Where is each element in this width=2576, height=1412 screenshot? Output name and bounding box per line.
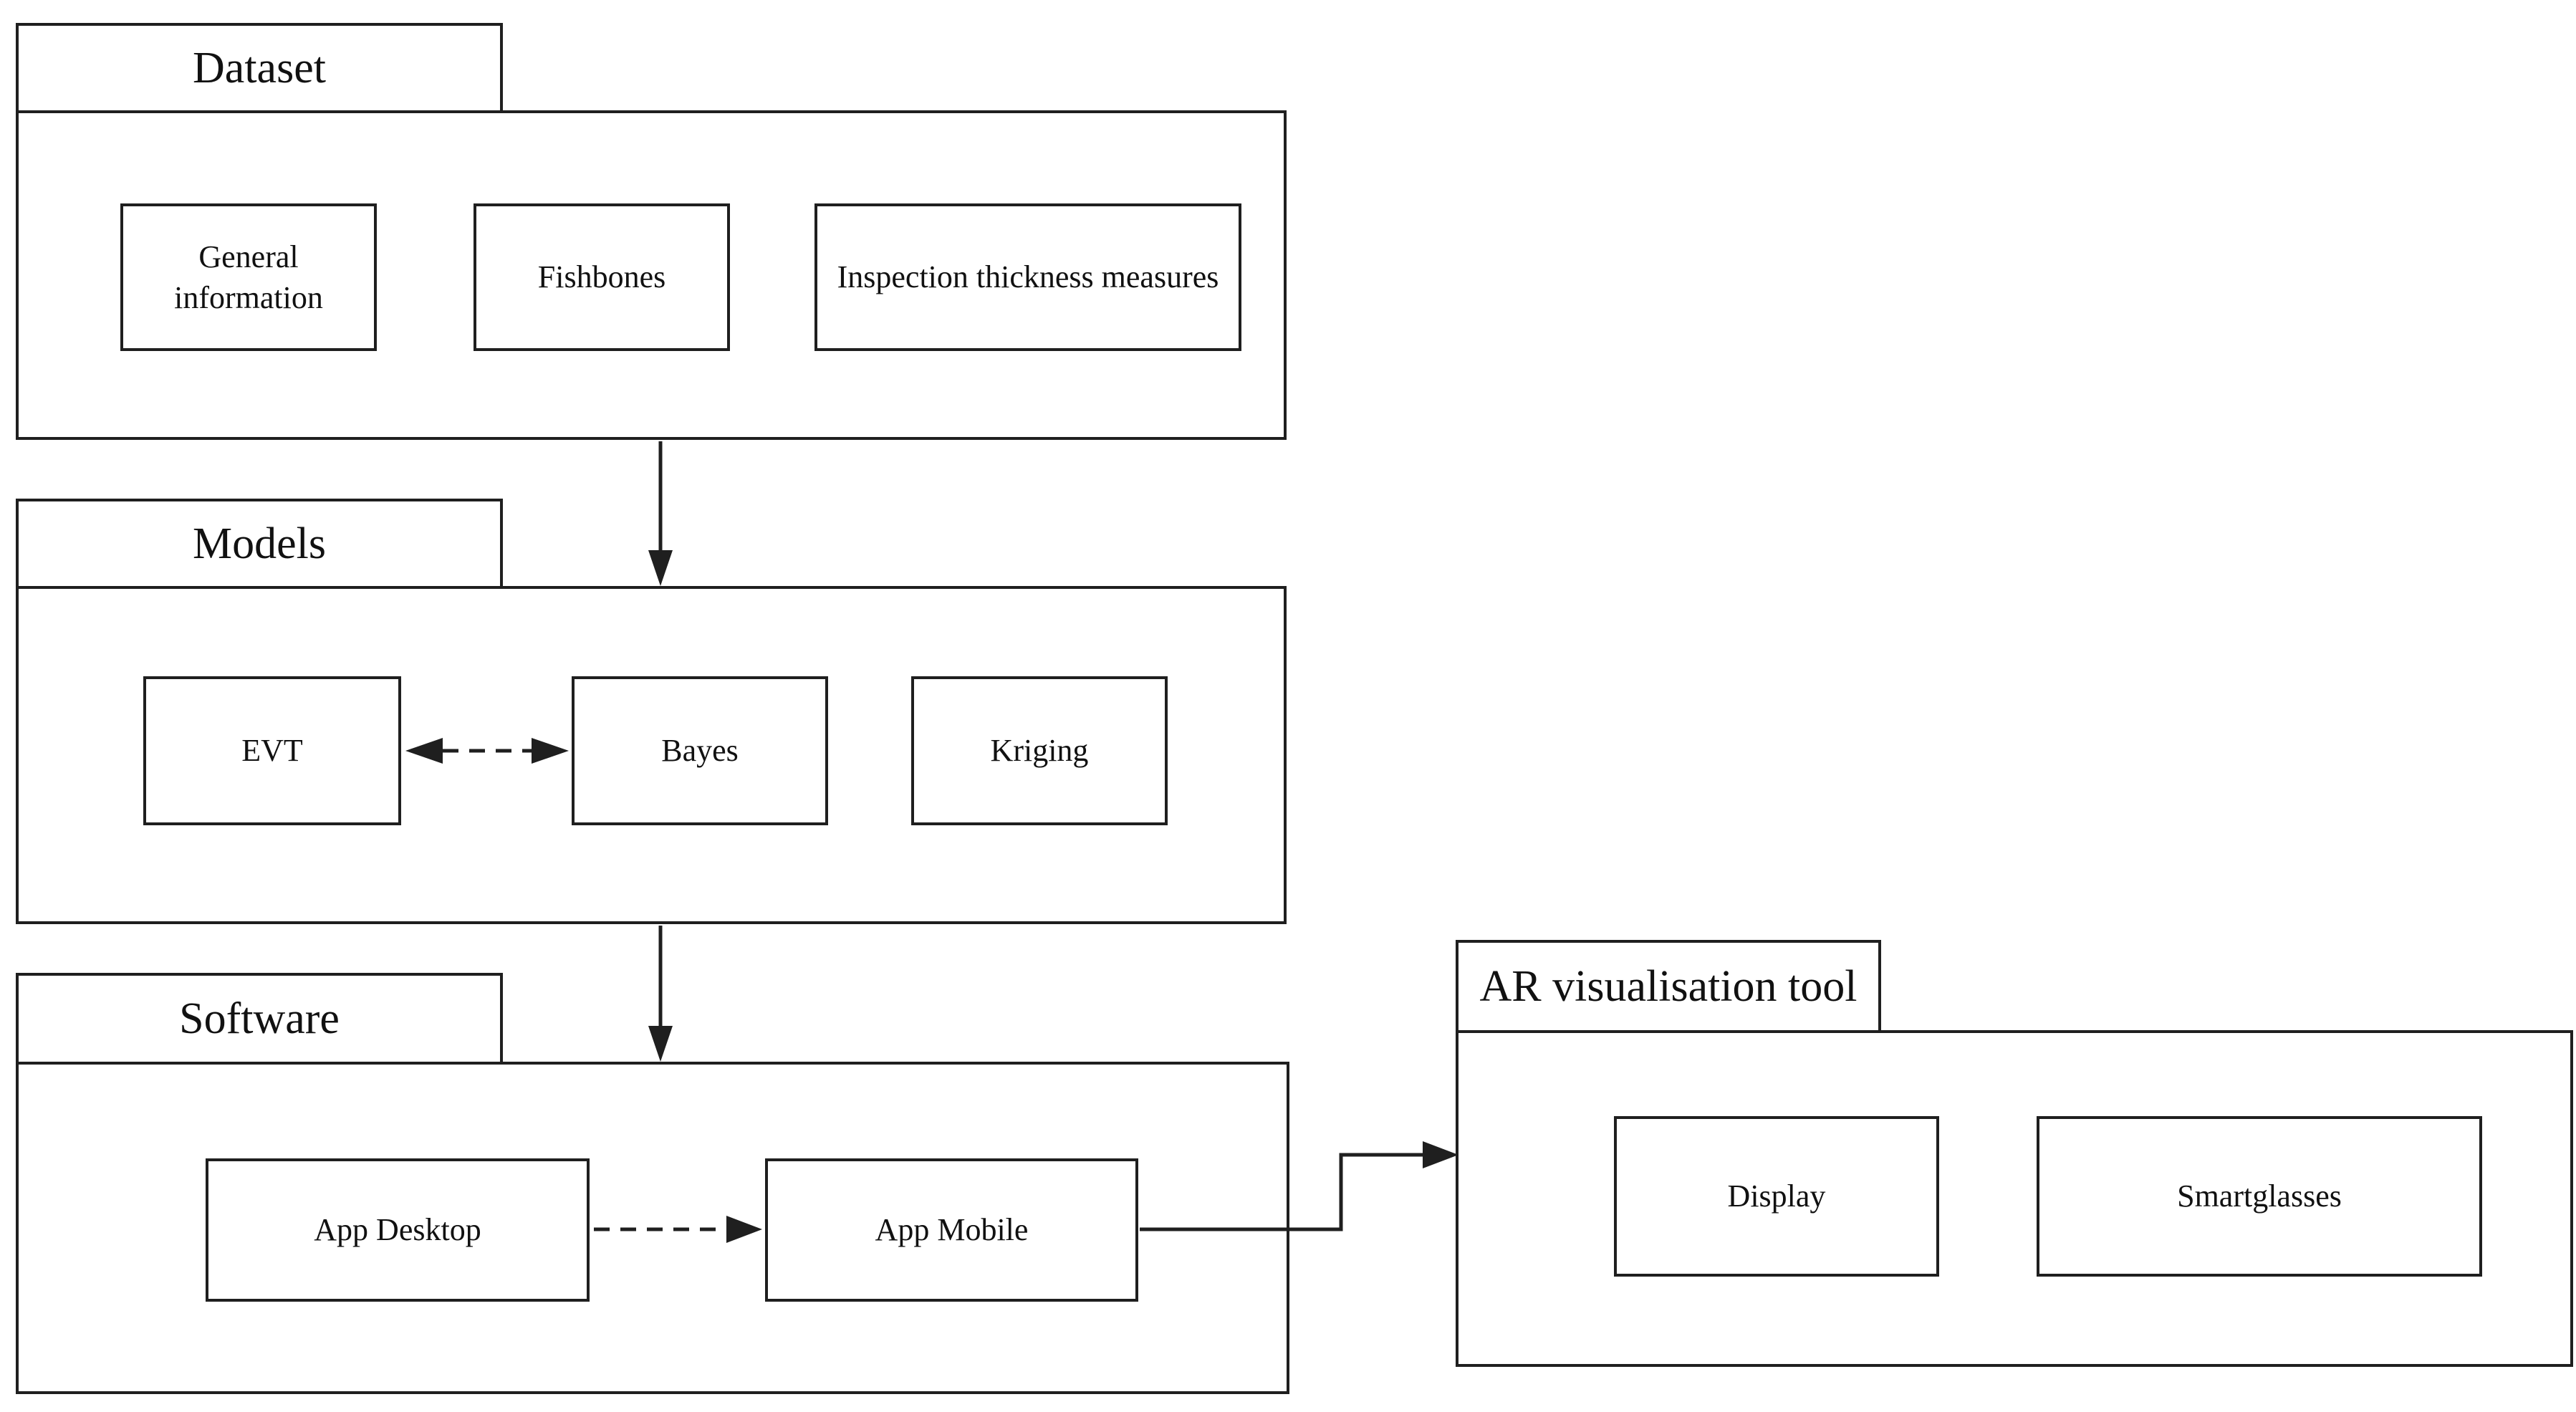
package-title-ar-visualisation-tool: AR visualisation tool — [1479, 961, 1857, 1011]
node-label: Display — [1727, 1178, 1826, 1214]
node-label: EVT — [241, 733, 303, 769]
node-fishbones: Fishbones — [474, 203, 730, 351]
node-label: Bayes — [661, 733, 739, 769]
package-title-software: Software — [179, 994, 340, 1043]
package-tab-models: Models — [16, 499, 503, 589]
node-evt: EVT — [143, 676, 401, 825]
node-inspection-thickness-measures: Inspection thickness measures — [814, 203, 1241, 351]
package-tab-software: Software — [16, 973, 503, 1065]
node-app-desktop: App Desktop — [206, 1158, 590, 1302]
package-tab-dataset: Dataset — [16, 23, 503, 113]
node-bayes: Bayes — [572, 676, 828, 825]
node-label: General information — [174, 239, 323, 315]
node-app-mobile: App Mobile — [765, 1158, 1138, 1302]
node-general-information: General information — [120, 203, 377, 351]
node-display: Display — [1614, 1116, 1939, 1277]
package-title-models: Models — [193, 519, 326, 568]
node-smartglasses: Smartglasses — [2037, 1116, 2482, 1277]
node-label: App Desktop — [314, 1212, 481, 1248]
arrow-models-to-software — [648, 926, 673, 1062]
node-label: Smartglasses — [2177, 1178, 2342, 1214]
arrow-dataset-to-models — [648, 441, 673, 586]
package-title-dataset: Dataset — [193, 43, 326, 92]
node-label: App Mobile — [875, 1212, 1029, 1248]
node-label: Fishbones — [537, 259, 666, 295]
node-label: Inspection thickness measures — [837, 259, 1219, 295]
node-label: Kriging — [990, 733, 1089, 769]
node-kriging: Kriging — [911, 676, 1168, 825]
package-tab-ar-visualisation-tool: AR visualisation tool — [1456, 940, 1881, 1033]
